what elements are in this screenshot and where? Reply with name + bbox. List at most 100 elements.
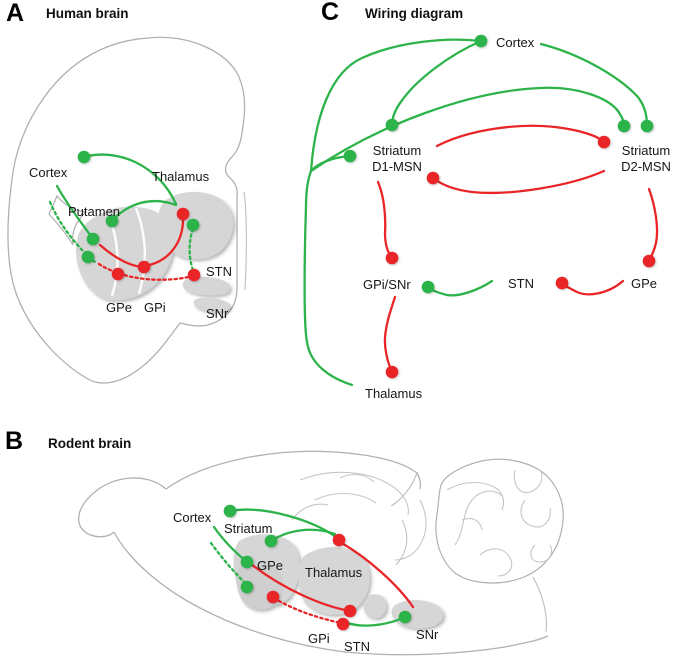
- a-gpi-to-thalamus: [143, 214, 185, 268]
- b-striatum-dot-green-2: [240, 580, 254, 594]
- rodent-olfactory-bulb: [78, 477, 167, 538]
- b-label-gpi: GPi: [308, 631, 330, 646]
- b-stn-dot-red: [336, 617, 350, 631]
- b-snr-to-thalamus: [338, 540, 415, 609]
- subthalamic-region: [363, 594, 387, 619]
- c-cortex-dot: [474, 34, 488, 48]
- b-striatum-dot-green: [264, 534, 278, 548]
- c-d2-to-gpe: [647, 187, 659, 263]
- c-label-cortex: Cortex: [496, 35, 535, 50]
- a-cortex-dot-green: [77, 150, 91, 164]
- cerebellum: [435, 458, 564, 584]
- a-thalamus-dot-green: [186, 218, 200, 232]
- c-label-thalamus: Thalamus: [365, 386, 423, 401]
- edges-panel-c: [303, 38, 659, 387]
- c-label-stn: STN: [508, 276, 534, 291]
- c-d1-to-gpisnr: [376, 180, 394, 260]
- c-label-striatum-d2b: D2-MSN: [621, 159, 671, 174]
- rodent-brain-anatomy: [78, 450, 564, 656]
- cerebellum-outline: [435, 458, 564, 584]
- thalamus-region-rodent: [298, 546, 370, 615]
- c-gpisnr-dot-from-stn: [421, 280, 435, 294]
- rodent-midbrain-line: [394, 499, 427, 561]
- c-thalamus-dot-from-gpisnr: [385, 365, 399, 379]
- c-gpisnr-dot-from-d1: [385, 251, 399, 265]
- c-d2-to-d1: [431, 169, 606, 195]
- b-striatum-to-gpi: [249, 562, 352, 613]
- c-d2-dot-from-d1: [597, 135, 611, 149]
- b-label-thalamus: Thalamus: [305, 565, 363, 580]
- cerebellum-fold-1: [446, 481, 505, 511]
- c-gpe-dot-from-d2: [642, 254, 656, 268]
- b-label-cortex: Cortex: [173, 510, 212, 525]
- a-thalamus-to-cortex: [82, 153, 178, 206]
- c-thalamus-to-cortex: [303, 38, 483, 387]
- b-gpe-to-stn-dotted: [272, 596, 343, 625]
- dots-panel-c: [343, 34, 656, 379]
- cerebellum-fold-7: [461, 517, 483, 531]
- b-cortex-dot-green: [223, 504, 237, 518]
- panel-a-letter: A: [6, 0, 25, 27]
- a-label-putamen: Putamen: [68, 204, 120, 219]
- c-stn-dot-from-gpe: [555, 276, 569, 290]
- a-putamen-dot-green-3: [81, 250, 95, 264]
- c-d2-dot-from-cortex: [640, 119, 654, 133]
- a-gpi-dot-red: [137, 260, 151, 274]
- b-thalamus-dot-red: [332, 533, 346, 547]
- labels-panel-c: CortexStriatumD1-MSNStriatumD2-MSNGPi/SN…: [363, 35, 671, 401]
- a-thalamus-to-putamen: [110, 199, 178, 223]
- human-brain-outline: [7, 36, 246, 384]
- a-label-snr: SNr: [206, 306, 229, 321]
- panel-c-letter: C: [321, 0, 340, 26]
- snr-region-2: [193, 297, 231, 312]
- snr-region-1: [182, 276, 230, 296]
- panel-b-letter: B: [5, 427, 24, 455]
- putamen-region: [76, 206, 174, 301]
- a-label-thalamus: Thalamus: [152, 169, 210, 184]
- b-gpe-dot-green: [240, 555, 254, 569]
- b-label-striatum: Striatum: [224, 521, 272, 536]
- c-gpisnr-to-thalamus: [383, 295, 397, 374]
- c-d1-dot-from-thalamus: [343, 149, 357, 163]
- b-cortex-to-striatum-dotted: [209, 541, 247, 585]
- panel-a-title: Human brain: [46, 6, 129, 21]
- panel-b-title: Rodent brain: [48, 436, 132, 451]
- a-putamen-dot-green-2: [86, 232, 100, 246]
- b-label-snr: SNr: [416, 627, 439, 642]
- a-gpe-dot-red: [111, 267, 125, 281]
- rodent-brainstem-edge: [532, 576, 547, 633]
- cerebellum-fold-2: [454, 490, 503, 546]
- b-label-stn: STN: [344, 639, 370, 654]
- dots-panel-a: [77, 150, 201, 282]
- c-label-striatum-d1b: D1-MSN: [372, 159, 422, 174]
- c-cortex-to-d2: [539, 42, 649, 128]
- c-label-striatum-d1a: Striatum: [373, 143, 421, 158]
- rodent-cortex-dome: [165, 450, 422, 490]
- human-medial-line: [243, 191, 247, 291]
- human-brain-anatomy: [7, 36, 247, 384]
- rodent-colliculus-line: [339, 473, 375, 483]
- c-d1-dot-from-cortex: [385, 118, 399, 132]
- c-d1-dot-from-d2: [426, 171, 440, 185]
- cerebellum-fold-3: [513, 469, 543, 494]
- a-label-cortex: Cortex: [29, 165, 68, 180]
- a-gpe-to-stn-dotted: [97, 262, 195, 281]
- rodent-transverse-fissure: [390, 472, 418, 507]
- cerebellum-fold-4: [520, 499, 551, 528]
- c-stn-to-gpisnr: [427, 279, 494, 297]
- snr-region-rodent: [391, 600, 444, 629]
- a-thalamus-dot-red: [176, 207, 190, 221]
- dots-panel-b: [223, 504, 412, 631]
- b-gpe-dot-red: [266, 590, 280, 604]
- a-label-gpe: GPe: [106, 300, 132, 315]
- a-stn-dot-red: [187, 268, 201, 282]
- cerebellum-fold-6: [530, 544, 553, 563]
- b-label-gpe: GPe: [257, 558, 283, 573]
- c-d1-to-d2: [435, 124, 606, 148]
- cerebellum-fold-5: [479, 548, 513, 577]
- a-thalamus-to-stn-dotted: [188, 227, 195, 272]
